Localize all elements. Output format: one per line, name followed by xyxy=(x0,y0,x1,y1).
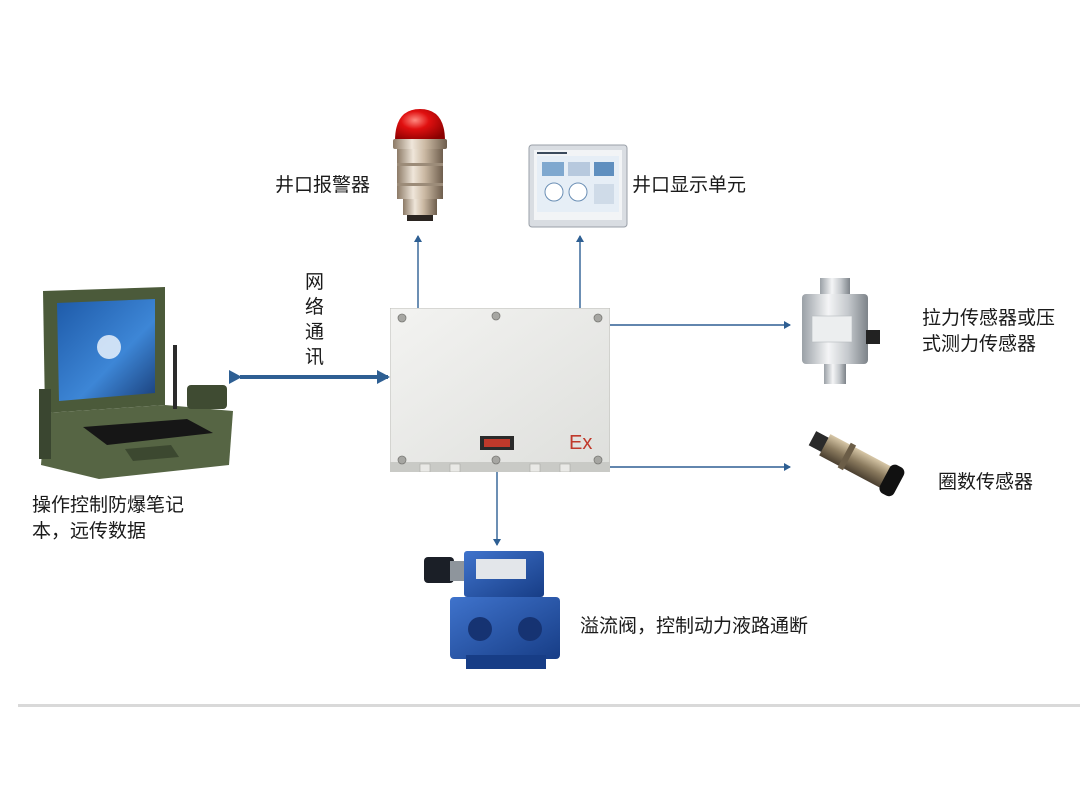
network-label: 网 络 通 讯 xyxy=(305,270,324,370)
turns-sensor-icon xyxy=(808,431,905,497)
tension-label-line: 拉力传感器或压 xyxy=(922,307,1056,329)
alarm-label: 井口报警器 xyxy=(275,174,371,196)
laptop-label: 操作控制防爆笔记 本，远传数据 xyxy=(32,492,184,544)
explosion-proof-box-icon xyxy=(390,308,610,472)
bottom-divider xyxy=(18,704,1080,707)
alarm-beacon-icon xyxy=(393,109,447,221)
tension-sensor-icon xyxy=(802,278,880,384)
network-char: 通 xyxy=(305,321,325,343)
relief-valve-icon xyxy=(424,551,560,669)
relief-valve-label: 溢流阀，控制动力液路通断 xyxy=(580,615,809,637)
network-char: 讯 xyxy=(305,346,325,368)
network-char: 络 xyxy=(305,296,325,318)
ex-mark: Ex xyxy=(569,432,593,454)
tension-label-line: 式测力传感器 xyxy=(922,333,1037,355)
turns-sensor-label: 圈数传感器 xyxy=(938,471,1034,493)
rugged-laptop-icon xyxy=(39,287,233,479)
network-char: 网 xyxy=(305,271,325,293)
tension-sensor-label: 拉力传感器或压 式测力传感器 xyxy=(922,305,1055,357)
display-label: 井口显示单元 xyxy=(632,174,747,196)
laptop-label-line: 本，远传数据 xyxy=(32,520,147,542)
laptop-label-line: 操作控制防爆笔记 xyxy=(32,494,185,516)
hmi-display-icon xyxy=(528,144,628,228)
